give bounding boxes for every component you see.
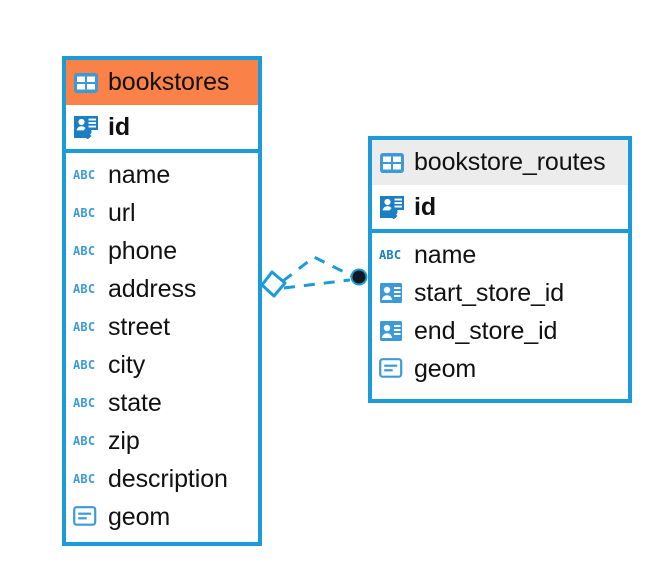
- field-label: geom: [414, 354, 477, 383]
- primary-key-section: id: [372, 185, 628, 233]
- field-label: zip: [108, 426, 140, 455]
- field-row-description[interactable]: ABC description: [66, 460, 258, 498]
- geometry-field-icon: [73, 506, 99, 528]
- field-row-street[interactable]: ABC street: [66, 308, 258, 346]
- field-row-state[interactable]: ABC state: [66, 384, 258, 422]
- svg-text:ABC: ABC: [73, 282, 95, 296]
- field-label: start_store_id: [414, 278, 565, 307]
- field-row-end-store-id[interactable]: end_store_id: [372, 312, 628, 350]
- table-icon: [379, 152, 405, 174]
- svg-text:ABC: ABC: [379, 248, 401, 262]
- primary-key-icon: [73, 114, 99, 140]
- svg-text:ABC: ABC: [73, 168, 95, 182]
- field-label: description: [108, 464, 228, 493]
- field-row-primary-key[interactable]: id: [372, 185, 628, 229]
- text-field-icon: ABC: [73, 355, 99, 375]
- field-row-name[interactable]: ABC name: [372, 236, 628, 274]
- field-label: url: [108, 198, 136, 227]
- field-label: id: [414, 192, 437, 221]
- field-label: name: [108, 160, 171, 189]
- field-label: id: [108, 112, 131, 141]
- foreign-key-icon: [379, 282, 405, 304]
- svg-text:ABC: ABC: [73, 434, 95, 448]
- text-field-icon: ABC: [73, 279, 99, 299]
- foreign-key-icon: [379, 320, 405, 342]
- field-row-primary-key[interactable]: id: [66, 105, 258, 149]
- field-label: name: [414, 240, 477, 269]
- relationship-line-upper: [282, 255, 353, 283]
- field-list-bookstores: ABC name ABC url ABC: [66, 153, 258, 542]
- svg-text:ABC: ABC: [73, 358, 95, 372]
- field-label: end_store_id: [414, 316, 558, 345]
- field-label: street: [108, 312, 170, 341]
- entity-header-bookstore-routes[interactable]: bookstore_routes: [372, 140, 628, 185]
- svg-text:ABC: ABC: [73, 244, 95, 258]
- primary-key-section: id: [66, 105, 258, 153]
- filled-circle-marker: [350, 268, 368, 286]
- table-icon: [73, 72, 99, 94]
- field-row-city[interactable]: ABC city: [66, 346, 258, 384]
- field-row-start-store-id[interactable]: start_store_id: [372, 274, 628, 312]
- field-row-geom[interactable]: geom: [66, 498, 258, 536]
- relationship-line-lower: [283, 278, 351, 290]
- text-field-icon: ABC: [73, 393, 99, 413]
- field-label: address: [108, 274, 197, 303]
- entity-title: bookstores: [108, 68, 230, 96]
- svg-text:ABC: ABC: [73, 320, 95, 334]
- field-row-geom[interactable]: geom: [372, 350, 628, 388]
- text-field-icon: ABC: [73, 317, 99, 337]
- field-row-url[interactable]: ABC url: [66, 194, 258, 232]
- svg-text:ABC: ABC: [73, 206, 95, 220]
- entity-header-bookstores[interactable]: bookstores: [66, 60, 258, 105]
- field-label: city: [108, 350, 146, 379]
- entity-title: bookstore_routes: [414, 148, 606, 176]
- field-row-zip[interactable]: ABC zip: [66, 422, 258, 460]
- primary-key-icon: [379, 194, 405, 220]
- text-field-icon: ABC: [73, 469, 99, 489]
- field-row-name[interactable]: ABC name: [66, 156, 258, 194]
- svg-text:ABC: ABC: [73, 396, 95, 410]
- field-list-bookstore-routes: ABC name start_store_id: [372, 233, 628, 394]
- entity-bookstore-routes[interactable]: bookstore_routes: [368, 136, 632, 403]
- svg-text:ABC: ABC: [73, 472, 95, 486]
- field-label: state: [108, 388, 162, 417]
- entity-bookstores[interactable]: bookstores id: [62, 56, 262, 546]
- text-field-icon: ABC: [73, 165, 99, 185]
- text-field-icon: ABC: [379, 245, 405, 265]
- diamond-marker: [260, 270, 287, 298]
- geometry-field-icon: [379, 358, 405, 380]
- text-field-icon: ABC: [73, 203, 99, 223]
- field-label: phone: [108, 236, 178, 265]
- text-field-icon: ABC: [73, 241, 99, 261]
- field-label: geom: [108, 502, 171, 531]
- field-row-phone[interactable]: ABC phone: [66, 232, 258, 270]
- text-field-icon: ABC: [73, 431, 99, 451]
- field-row-address[interactable]: ABC address: [66, 270, 258, 308]
